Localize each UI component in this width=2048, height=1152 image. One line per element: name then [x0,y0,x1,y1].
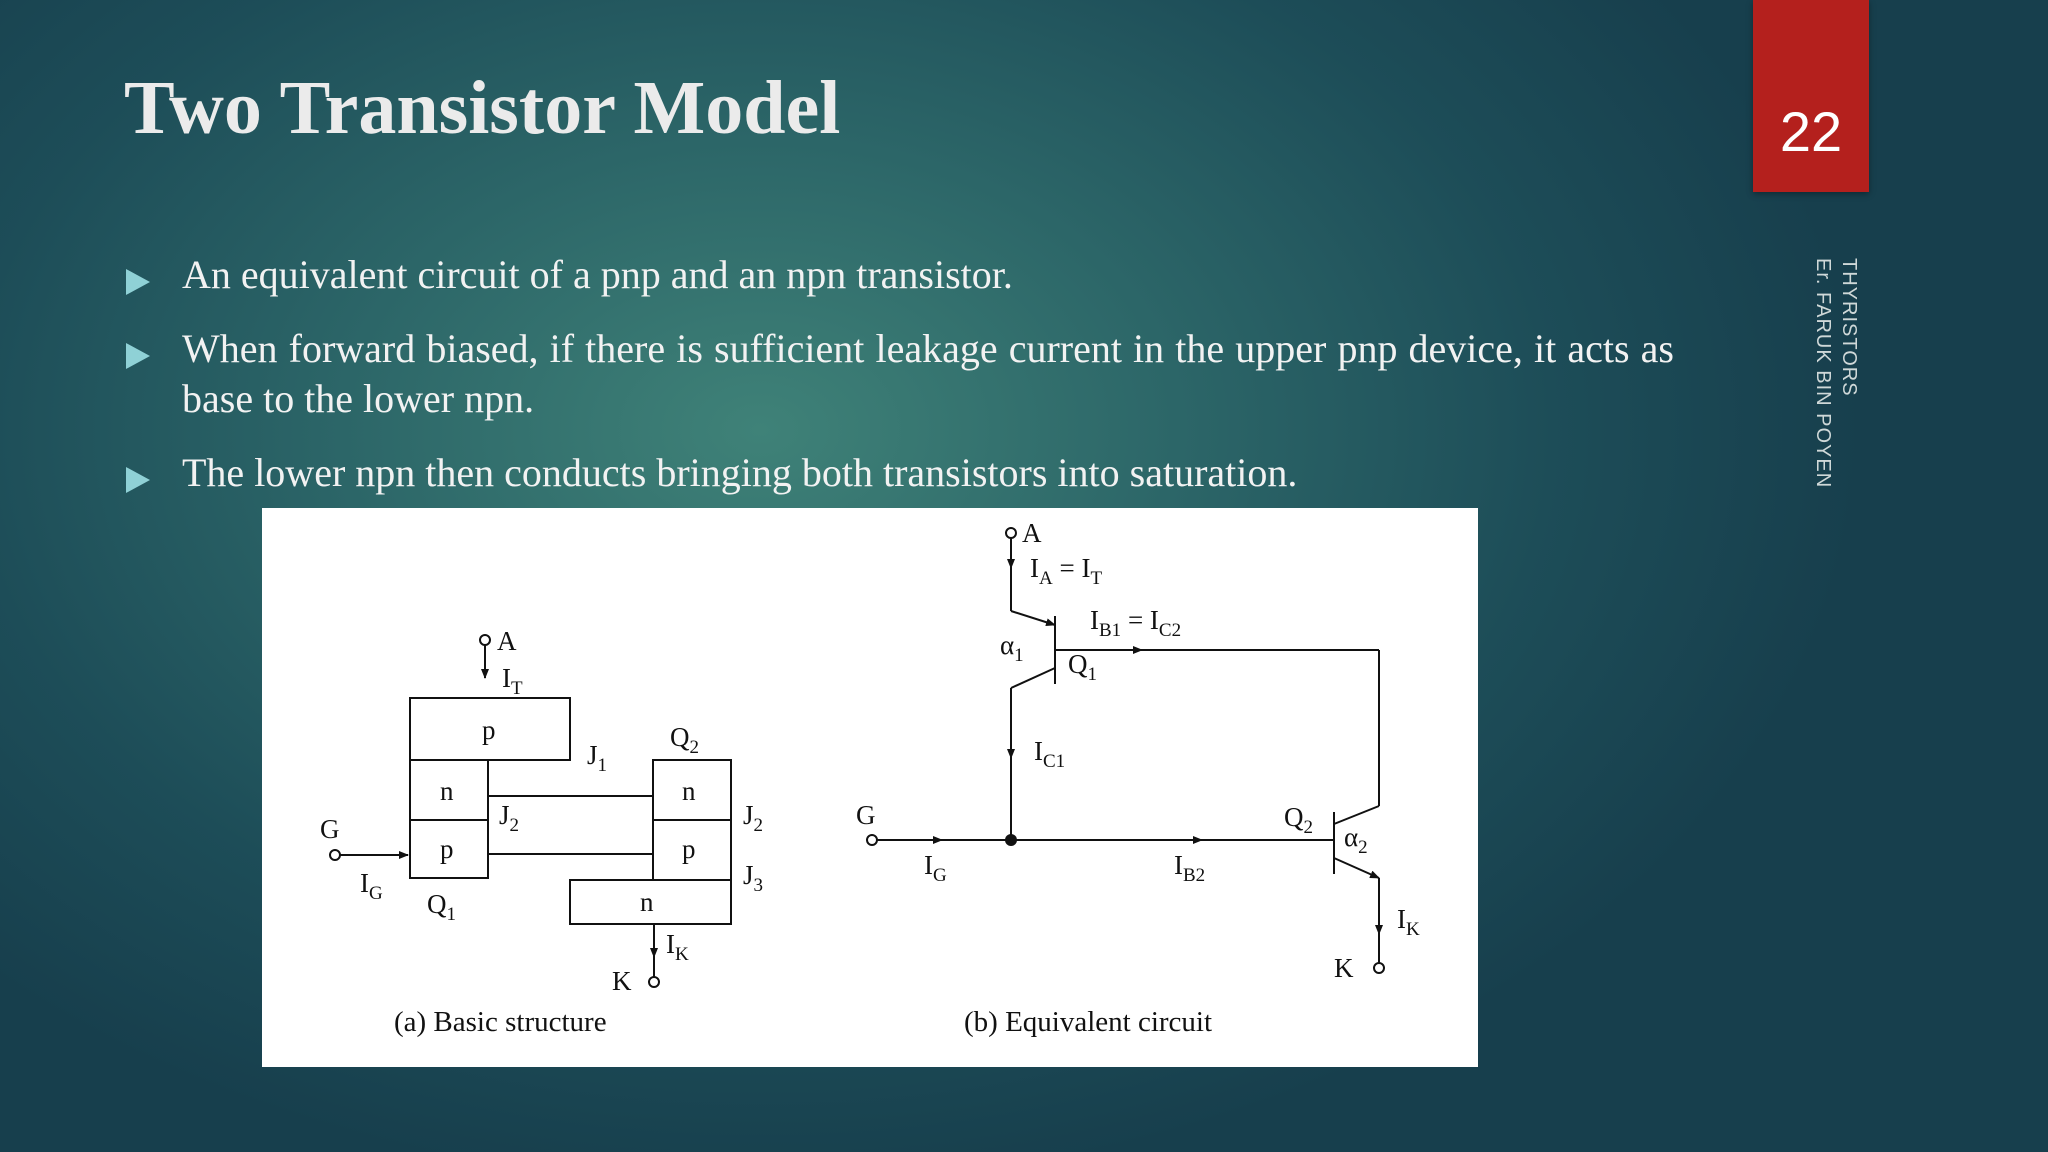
cathode-label: K [612,966,632,996]
current-ic1-label: IC1 [1034,736,1065,772]
region-n-bottom [569,879,732,925]
eq-ia-it-label: IA = IT [1030,553,1102,589]
bullet-text: When forward biased, if there is suffici… [182,326,1674,421]
gate-label: G [320,814,340,844]
region-n-q1-label: n [440,776,454,806]
circuit-q2-label: Q2 [1284,802,1313,838]
anode-label: A [497,626,517,656]
side-footer-author: Er. FARUK BIN POYEN [1812,258,1834,489]
circuit-gate-terminal [866,834,878,846]
bullet-item: When forward biased, if there is suffici… [124,324,1674,424]
region-p-q1 [409,819,489,879]
region-n-q2-label: n [682,776,696,806]
current-ik-label: IK [666,929,689,965]
junction-j3-label: J3 [743,860,763,896]
region-p-q1-label: p [440,834,454,864]
junction-j1-label: J1 [587,740,607,776]
q1-collector [1010,667,1056,689]
junction-j2b-label: J2 [743,800,763,836]
q2-emitter [1333,857,1380,879]
anode-terminal [479,634,491,646]
region-p-q2-label: p [682,834,696,864]
equivalent-circuit-diagram: A IA = IT α1 Q1 IB1 = IC2 IC1 G IG [856,518,1420,1038]
current-ib2-label: IB2 [1174,850,1205,886]
bullet-item: An equivalent circuit of a pnp and an np… [124,250,1674,300]
thyristor-figure: A IT p n p n p n G IG Q1 [262,508,1478,1067]
q2-label: Q2 [670,722,699,758]
alpha1-label: α1 [1000,630,1024,666]
side-footer: THYRISTORS Er. FARUK BIN POYEN [1810,258,1862,488]
bullet-text: An equivalent circuit of a pnp and an np… [182,252,1013,297]
side-footer-topic: THYRISTORS [1838,258,1860,397]
alpha2-label: α2 [1344,822,1368,858]
circuit-q1-label: Q1 [1068,649,1097,685]
bullet-list: An equivalent circuit of a pnp and an np… [124,250,1674,522]
region-p-top [409,697,571,761]
triangle-right-icon [126,467,150,493]
circuit-cathode-label: K [1334,953,1354,983]
eq-ib1-ic2-label: IB1 = IC2 [1090,605,1181,641]
triangle-right-icon [126,269,150,295]
bullet-item: The lower npn then conducts bringing bot… [124,448,1674,498]
circuit-gate-label: G [856,800,876,830]
slide-title: Two Transistor Model [124,66,841,150]
circuit-current-ik-label: IK [1397,904,1420,940]
gate-terminal [329,849,341,861]
current-ig-label: IG [360,868,383,904]
q1-emitter [1010,610,1056,627]
caption-equivalent-circuit: (b) Equivalent circuit [964,1006,1212,1038]
region-p-top-label: p [482,715,496,745]
page-number: 22 [1779,100,1843,163]
circuit-current-ig-label: IG [924,850,947,886]
q1-label: Q1 [427,889,456,925]
caption-basic-structure: (a) Basic structure [394,1006,607,1038]
q2-collector [1333,805,1380,825]
thyristor-diagram: A IT p n p n p n G IG Q1 [320,518,1420,1038]
bullet-text: The lower npn then conducts bringing bot… [182,450,1298,495]
junction-j2-label: J2 [499,800,519,836]
basic-structure-diagram: A IT p n p n p n G IG Q1 [320,626,763,1038]
region-n-bottom-label: n [640,887,654,917]
cathode-terminal [648,976,660,988]
circuit-anode-terminal [1005,527,1017,539]
circuit-cathode-terminal [1373,962,1385,974]
current-it-label: IT [502,663,523,699]
page-number-tab: 22 [1753,0,1869,192]
triangle-right-icon [126,343,150,369]
circuit-anode-label: A [1022,518,1042,548]
